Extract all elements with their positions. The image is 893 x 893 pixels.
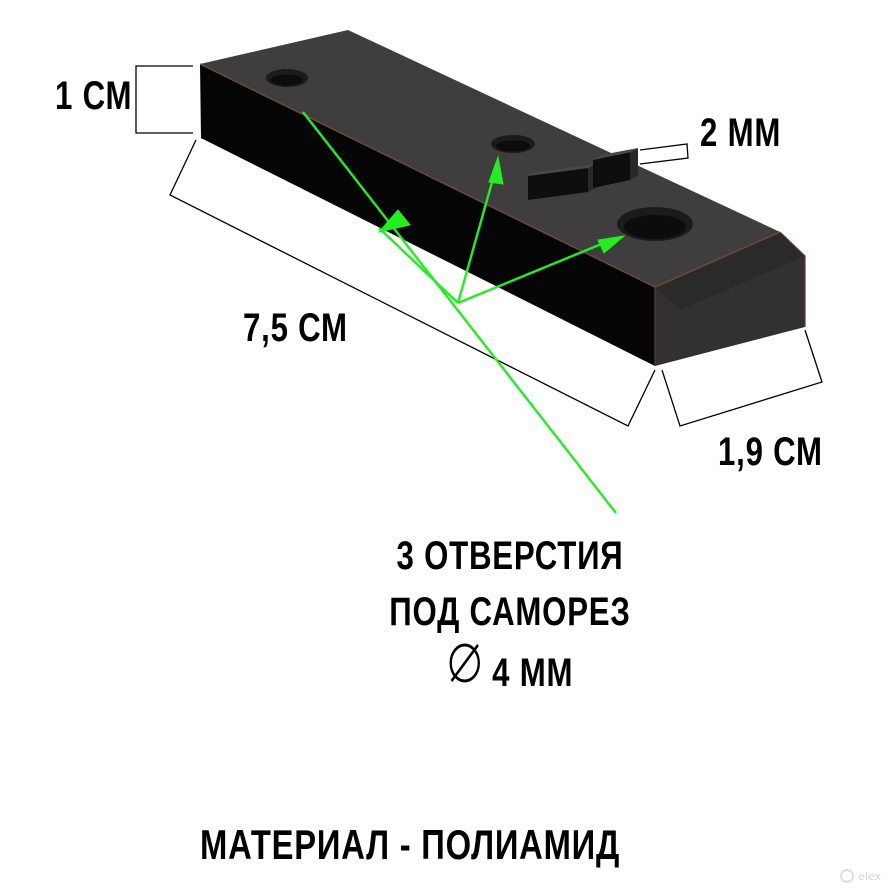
holes-diameter-row: 4 ММ bbox=[370, 640, 651, 701]
length-label: 7,5 СМ bbox=[243, 306, 348, 350]
pointer-line-long bbox=[302, 111, 617, 514]
height-dimension-bracket bbox=[135, 65, 193, 134]
holes-diameter-text: 4 ММ bbox=[492, 651, 574, 695]
watermark-logo-icon bbox=[840, 869, 855, 883]
hole-pointer-arrows bbox=[302, 111, 626, 514]
holes-count-text: 3 ОТВЕРСТИЯ bbox=[396, 534, 624, 578]
raised-tab-right bbox=[593, 148, 638, 188]
holes-screw-text: ПОД САМОРЕЗ bbox=[389, 590, 631, 634]
pointer-arrowhead-2 bbox=[488, 155, 504, 185]
block-end-bevel bbox=[655, 232, 805, 310]
dimension-lines bbox=[135, 65, 823, 427]
width-dimension-bracket bbox=[661, 329, 823, 427]
pointer-line-hole-2 bbox=[456, 167, 498, 304]
diameter-symbol-icon bbox=[449, 643, 480, 683]
screw-hole-1 bbox=[266, 69, 308, 87]
polyamide-block bbox=[199, 30, 806, 366]
pointer-line-hole-3 bbox=[457, 236, 617, 305]
pointer-arrowhead-3 bbox=[597, 235, 626, 254]
width-label: 1,9 СМ bbox=[718, 430, 823, 474]
pointer-line-shared bbox=[378, 227, 459, 304]
watermark: elex bbox=[840, 869, 881, 883]
block-edge-highlight-3 bbox=[779, 231, 806, 327]
screw-hole-3 bbox=[617, 207, 693, 241]
length-dimension-bracket bbox=[169, 139, 656, 427]
step-dimension-bracket bbox=[639, 143, 689, 165]
screw-hole-2 bbox=[491, 135, 535, 153]
pointer-arrowhead-1 bbox=[377, 209, 411, 233]
watermark-text: elex bbox=[858, 869, 881, 883]
block-front-face bbox=[200, 64, 655, 366]
step-label: 2 ММ bbox=[700, 111, 782, 155]
holes-annotation: 3 ОТВЕРСТИЯ ПОД САМОРЕЗ 4 ММ bbox=[330, 528, 690, 701]
height-label: 1 СМ bbox=[55, 74, 133, 118]
material-label: МАТЕРИАЛ - ПОЛИАМИД bbox=[200, 821, 621, 868]
